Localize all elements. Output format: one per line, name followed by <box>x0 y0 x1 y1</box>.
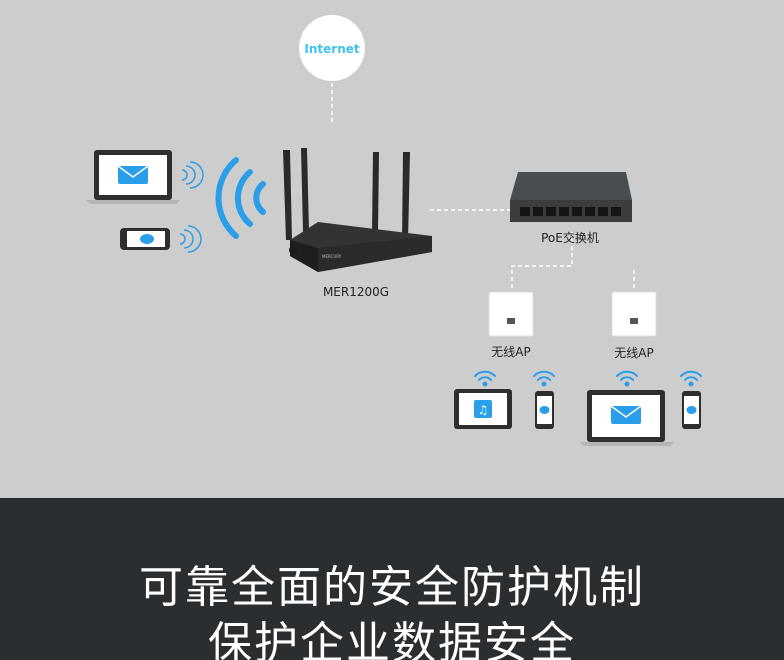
tablet-device: ♫ <box>454 389 512 429</box>
wifi-icon <box>616 370 638 387</box>
router-antenna <box>372 152 379 232</box>
laptop-signal-icon <box>181 161 204 189</box>
wireless-ap-left <box>488 291 534 337</box>
router-wifi-icon <box>215 157 266 239</box>
phone-device <box>682 391 701 429</box>
phone-device <box>535 391 554 429</box>
network-diagram-panel: Internet MERCURY <box>86 15 702 446</box>
phone-device <box>120 228 170 250</box>
ap-right-label: 无线AP <box>614 346 653 360</box>
router-device: MERCURY <box>283 148 432 272</box>
banner: 可靠全面的安全防护机制 保护企业数据安全 <box>0 498 784 660</box>
wifi-icon <box>474 370 496 387</box>
switch-ap-left-line <box>511 232 573 290</box>
router-antenna <box>402 152 410 242</box>
laptop-device <box>86 150 180 204</box>
router-brand-text: MERCURY <box>322 254 342 259</box>
wireless-ap-right <box>611 291 657 337</box>
laptop-device <box>580 390 674 446</box>
phone-signal-icon <box>179 225 202 253</box>
network-diagram: Internet MERCURY <box>86 15 702 446</box>
internet-node: Internet <box>299 15 365 81</box>
wifi-icon <box>533 370 555 387</box>
wifi-icon <box>680 370 702 387</box>
ap-left-label: 无线AP <box>491 345 530 359</box>
router-antenna <box>301 148 309 232</box>
router-label: MER1200G <box>323 285 389 299</box>
internet-circle <box>299 15 365 81</box>
switch-label: PoE交换机 <box>541 230 599 245</box>
music-note-icon: ♫ <box>478 403 489 417</box>
banner-headline: 可靠全面的安全防护机制 <box>139 562 645 613</box>
internet-label: Internet <box>304 42 359 56</box>
poe-switch-device <box>510 172 632 222</box>
router-antenna <box>283 150 292 240</box>
banner-subheadline: 保护企业数据安全 <box>208 618 576 660</box>
